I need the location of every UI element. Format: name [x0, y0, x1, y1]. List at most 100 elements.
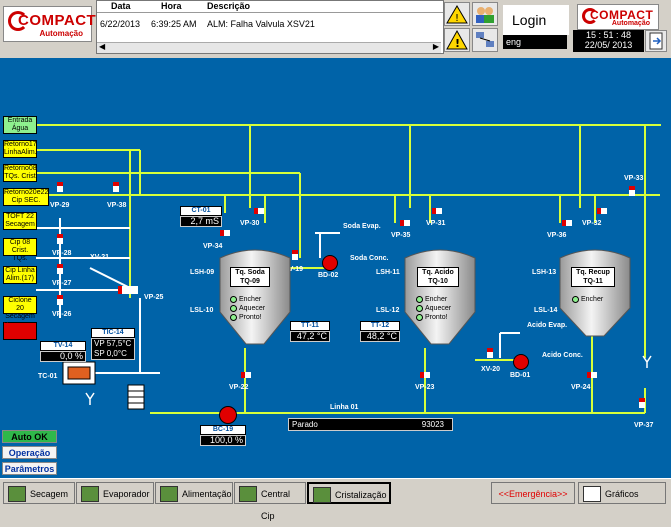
source-retorno08[interactable]: Retorno08 TQs. Crist	[3, 164, 37, 182]
source-entrada-agua[interactable]: Entrada Água	[3, 116, 37, 134]
valve-vp28[interactable]: VP-28	[52, 250, 72, 257]
valve-xv20[interactable]: XV-20	[481, 366, 501, 373]
tank-legend-tq10: Encher Aquecer Pronto!	[416, 295, 451, 322]
valve-vp31[interactable]: VP-31	[426, 220, 446, 227]
source-retorno20e22[interactable]: Retorno20e22 Cip SEC.	[3, 188, 49, 206]
source-retorno17[interactable]: Retorno17 LinhaAlim.	[3, 140, 37, 158]
valve-vp33[interactable]: VP-33	[624, 175, 644, 182]
nav-secagem-button[interactable]: Secagem	[3, 482, 75, 504]
bc19-value[interactable]: 100,0 %	[200, 435, 246, 446]
level-lsh13: LSH-13	[532, 269, 557, 276]
valve-icon[interactable]	[220, 230, 230, 236]
valve-icon[interactable]	[118, 286, 138, 294]
alimentacao-icon	[160, 486, 178, 502]
alarm-table[interactable]: Data Hora Descrição 6/22/2013 6:39:25 AM…	[96, 0, 444, 54]
tic14-label: TIC-14	[91, 328, 135, 338]
valve-icon[interactable]	[420, 372, 430, 378]
valve-vp38[interactable]: VP-38	[107, 202, 127, 209]
nav-graficos-button[interactable]: Gráficos	[578, 482, 666, 504]
tic14-vp: VP 57,5°C	[94, 339, 132, 348]
valve-vp37[interactable]: VP-37	[634, 422, 654, 429]
login-area[interactable]	[503, 5, 569, 35]
valve-icon[interactable]	[562, 220, 572, 226]
emergency-button[interactable]: <<Emergência>>	[491, 482, 575, 504]
ct01-value[interactable]: 2,7 mS	[180, 216, 222, 227]
nav-alimentacao-button[interactable]: Alimentação	[155, 482, 233, 504]
parametros-button[interactable]: Parâmetros	[2, 462, 57, 475]
valve-vp25[interactable]: VP-25	[144, 294, 164, 301]
valve-icon[interactable]	[487, 348, 493, 358]
alarm-list-button[interactable]: !	[444, 28, 470, 52]
valve-vp22[interactable]: VP-22	[229, 384, 249, 391]
level-lsh09: LSH-09	[190, 269, 215, 276]
legend-text: Encher	[425, 296, 448, 303]
scroll-right-icon[interactable]: ▶	[432, 42, 439, 51]
valve-vp36[interactable]: VP-36	[547, 232, 567, 239]
soda-evap-label: Soda Evap.	[343, 223, 381, 230]
source-ciclone20[interactable]: Ciclone 20 Secagem	[3, 296, 37, 320]
valve-icon[interactable]	[597, 208, 607, 214]
tt12-label: TT-12	[360, 321, 400, 331]
tv14-value[interactable]: 0,0 %	[40, 351, 86, 362]
valve-icon[interactable]	[113, 182, 119, 192]
col-descricao: Descrição	[207, 1, 251, 11]
pump-bd01-icon[interactable]	[513, 354, 529, 370]
valve-icon[interactable]	[587, 372, 597, 378]
tt11-value[interactable]: 47,2 °C	[290, 331, 330, 342]
pump-bd02-icon[interactable]	[322, 255, 338, 271]
valve-vp29[interactable]: VP-29	[50, 202, 70, 209]
valve-vp26[interactable]: VP-26	[52, 311, 72, 318]
valve-xv21[interactable]: XV-21	[90, 254, 110, 261]
tt11-label: TT-11	[290, 321, 330, 331]
users-button[interactable]	[472, 2, 498, 26]
operacao-button[interactable]: Operação	[2, 446, 57, 459]
nav-central-cip-button[interactable]: Central Cip	[234, 482, 306, 521]
tank-tq11[interactable]	[558, 244, 632, 344]
valve-vp23[interactable]: VP-23	[415, 384, 435, 391]
network-button[interactable]	[472, 28, 498, 52]
valve-xv19[interactable]: XV-19	[284, 266, 304, 273]
language-field[interactable]: eng	[503, 35, 567, 49]
pump-bc19-icon[interactable]	[219, 406, 237, 424]
valve-icon[interactable]	[57, 264, 63, 274]
alarm-scrollbar[interactable]: ◀ ▶	[97, 42, 441, 53]
tic14-panel[interactable]: VP 57,5°C SP 0,0°C	[91, 338, 135, 360]
valve-vp27[interactable]: VP-27	[52, 280, 72, 287]
valve-vp30[interactable]: VP-30	[240, 220, 260, 227]
nav-cristalizacao-button[interactable]: Cristalização	[307, 482, 391, 504]
source-cip-linha[interactable]: Cip Linha Alim.(17)	[3, 266, 37, 284]
secagem-icon	[8, 486, 26, 502]
valve-icon[interactable]	[57, 182, 63, 192]
alarm-row[interactable]: 6/22/2013 6:39:25 AM ALM: Falha Valvula …	[97, 19, 437, 30]
login-label[interactable]: Login	[512, 12, 547, 28]
valve-icon[interactable]	[629, 186, 635, 196]
source-toft22[interactable]: TOFT 22 Secagem	[3, 212, 37, 230]
clock-date: 22/05/ 2013	[584, 40, 633, 50]
valve-icon[interactable]	[57, 295, 63, 305]
source-cip08[interactable]: Cip 08 Crist. TQs.	[3, 238, 37, 262]
legend-text: Aquecer	[425, 305, 452, 312]
col-data: Data	[111, 1, 131, 11]
header-bar: COMPACT Automação Data Hora Descrição 6/…	[0, 0, 671, 58]
valve-icon[interactable]	[241, 372, 251, 378]
valve-icon[interactable]	[254, 208, 264, 214]
logo-sub: Automação	[39, 29, 83, 38]
valve-icon[interactable]	[292, 250, 298, 260]
document-exit-icon	[649, 32, 663, 50]
valve-icon[interactable]	[400, 220, 410, 226]
tt12-value[interactable]: 48,2 °C	[360, 331, 400, 342]
valve-icon[interactable]	[57, 234, 63, 244]
steam-alarm-box[interactable]: Vapor	[3, 322, 37, 340]
auto-ok-button[interactable]: Auto OK	[2, 430, 57, 443]
scroll-left-icon[interactable]: ◀	[99, 42, 106, 51]
exit-button[interactable]	[645, 30, 667, 52]
users-icon	[476, 7, 494, 23]
valve-vp35[interactable]: VP-35	[391, 232, 411, 239]
valve-vp34[interactable]: VP-34	[203, 243, 223, 250]
ack-alarm-button[interactable]: !	[444, 2, 470, 26]
valve-vp32[interactable]: VP-32	[582, 220, 602, 227]
valve-vp24[interactable]: VP-24	[571, 384, 591, 391]
nav-evaporador-button[interactable]: Evaporador	[76, 482, 154, 504]
valve-icon[interactable]	[639, 398, 645, 408]
valve-icon[interactable]	[432, 208, 442, 214]
